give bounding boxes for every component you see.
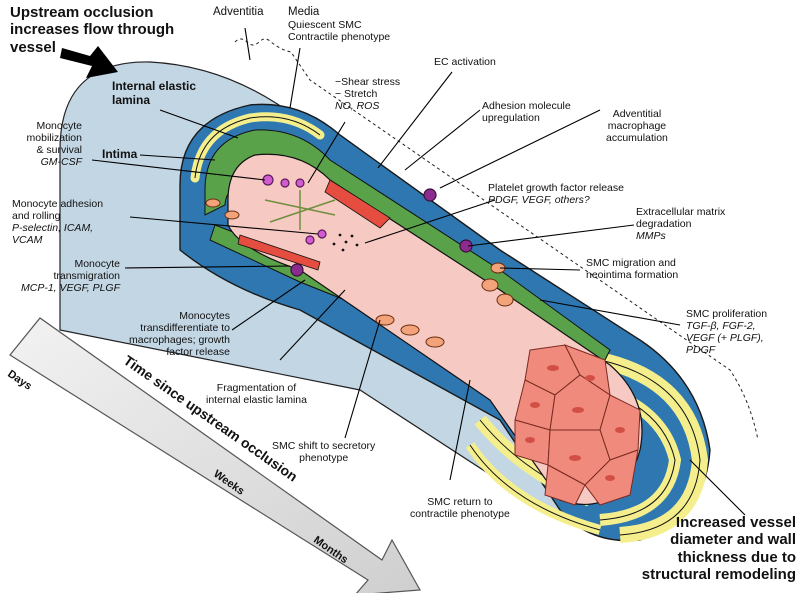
trans-factors: MCP-1, VEGF, PLGF xyxy=(21,282,120,295)
mob-line: & survival xyxy=(36,144,82,157)
pointer-lines xyxy=(91,27,746,516)
smc-proliferation-label: SMC proliferation TGF-β, FGF-2, VEGF (+ … xyxy=(686,308,767,356)
secretory-line: phenotype xyxy=(299,452,349,465)
iel-label: Internal elastic lamina xyxy=(112,79,197,108)
adhesion-line: Adhesion molecule xyxy=(482,100,571,112)
smc-migration-line: neointima formation xyxy=(586,269,679,282)
shear-stress-arrows xyxy=(264,190,336,230)
mob-line: mobilization xyxy=(26,132,82,145)
header-line: increases flow through xyxy=(10,21,175,39)
media-sub: Quiescent SMC xyxy=(288,19,362,32)
adh-line: Monocyte adhesion xyxy=(12,198,104,210)
monocyte-transmigration-label: Monocyte transmigration MCP-1, VEGF, PLG… xyxy=(21,258,120,294)
adh-line: and rolling xyxy=(12,210,61,223)
media-sub: Contractile phenotype xyxy=(288,31,391,44)
platelet-label: Platelet growth factor release PDGF, VEG… xyxy=(488,182,624,206)
header-line: Upstream occlusion xyxy=(10,4,154,21)
mob-factors: GM-CSF xyxy=(40,156,82,169)
smc-prolif-factor: PDGF xyxy=(686,344,716,357)
outcome-line: Increased vessel xyxy=(675,514,796,531)
stretch-text: − Stretch xyxy=(335,88,378,101)
contractile-line: contractile phenotype xyxy=(410,508,510,521)
header-title: Upstream occlusion increases flow throug… xyxy=(10,4,174,56)
adhesion-molecule-label: Adhesion molecule upregulation xyxy=(482,100,571,124)
adh-factor: VCAM xyxy=(12,234,43,247)
transdiff-line: Monocytes xyxy=(179,310,230,322)
smc-prolif-title: SMC proliferation xyxy=(686,308,768,320)
adv-mac-line: macrophage xyxy=(607,120,667,133)
adhesion-line: upregulation xyxy=(482,112,540,125)
smc-migration-label: SMC migration and neointima formation xyxy=(586,257,678,281)
platelets xyxy=(332,233,359,252)
adv-mac-line: Adventitial xyxy=(612,108,662,120)
media-label-group: Media Quiescent SMC Contractile phenotyp… xyxy=(288,6,390,43)
monocyte-adhesion-label: Monocyte adhesion and rolling P-selectin… xyxy=(12,198,103,246)
trans-line: Monocyte xyxy=(74,258,120,270)
platelet-factors: PDGF, VEGF, others? xyxy=(488,194,590,207)
time-arrow xyxy=(9,317,421,593)
outcome-label: Increased vessel diameter and wall thick… xyxy=(642,514,796,583)
adventitial-macrophage-label: Adventitial macrophage accumulation xyxy=(606,108,668,144)
ecm-line: degradation xyxy=(636,218,692,231)
stimuli-factors: NO, ROS xyxy=(335,100,380,113)
platelet-title: Platelet growth factor release xyxy=(488,182,624,194)
smc-prolif-factor: VEGF (+ PLGF), xyxy=(686,332,764,345)
outcome-line: structural remodeling xyxy=(641,565,796,583)
shear-stress-text: −Shear stress xyxy=(335,76,401,88)
intima-label: Intima xyxy=(102,147,138,161)
activated-endothelium xyxy=(324,179,391,229)
transdiff-line: macrophages; growth xyxy=(129,334,230,347)
header-line: vessel xyxy=(10,38,56,56)
ecm-factors: MMPs xyxy=(636,230,666,243)
contractile-line: SMC return to xyxy=(427,496,493,508)
smc-contractile-label: SMC return to contractile phenotype xyxy=(410,496,510,520)
smc-migration-line: SMC migration and xyxy=(586,257,676,269)
secretory-line: SMC shift to secretory xyxy=(272,440,376,452)
ecm-label: Extracellular matrix degradation MMPs xyxy=(636,206,725,242)
flow-arrow xyxy=(60,46,118,78)
monocyte-mobilization-label: Monocyte mobilization & survival GM-CSF xyxy=(27,120,82,168)
fragmentation-label: Fragmentation of internal elastic lamina xyxy=(206,382,307,406)
stimuli-label: −Shear stress − Stretch NO, ROS xyxy=(335,76,400,112)
smc-cells xyxy=(205,198,514,348)
transdiff-line: factor release xyxy=(166,346,230,359)
transdiff-line: transdifferentiate to xyxy=(140,322,230,335)
endothelium-nuclei xyxy=(525,365,625,481)
ec-activation-label: EC activation xyxy=(434,56,496,68)
trans-line: transmigration xyxy=(53,270,120,283)
adv-mac-line: accumulation xyxy=(606,132,668,145)
mob-line: Monocyte xyxy=(36,120,82,132)
media-label: Media xyxy=(288,6,320,18)
adventitia-label: Adventitia xyxy=(213,6,264,18)
smc-secretory-label: SMC shift to secretory phenotype xyxy=(272,440,375,464)
frag-line: Fragmentation of xyxy=(216,382,297,394)
iel-line: lamina xyxy=(112,92,151,107)
monocyte-transdiff-label: Monocytes transdifferentiate to macropha… xyxy=(129,310,230,358)
ecm-line: Extracellular matrix xyxy=(636,206,726,218)
outcome-line: thickness due to xyxy=(677,548,796,566)
frag-line: internal elastic lamina xyxy=(206,394,307,407)
adh-factor: P-selectin, ICAM, xyxy=(12,222,94,235)
smc-prolif-factor: TGF-β, FGF-2, xyxy=(686,320,756,333)
outcome-line: diameter and wall xyxy=(670,531,796,549)
iel-line: Internal elastic xyxy=(112,79,197,93)
monocytes xyxy=(262,174,327,245)
